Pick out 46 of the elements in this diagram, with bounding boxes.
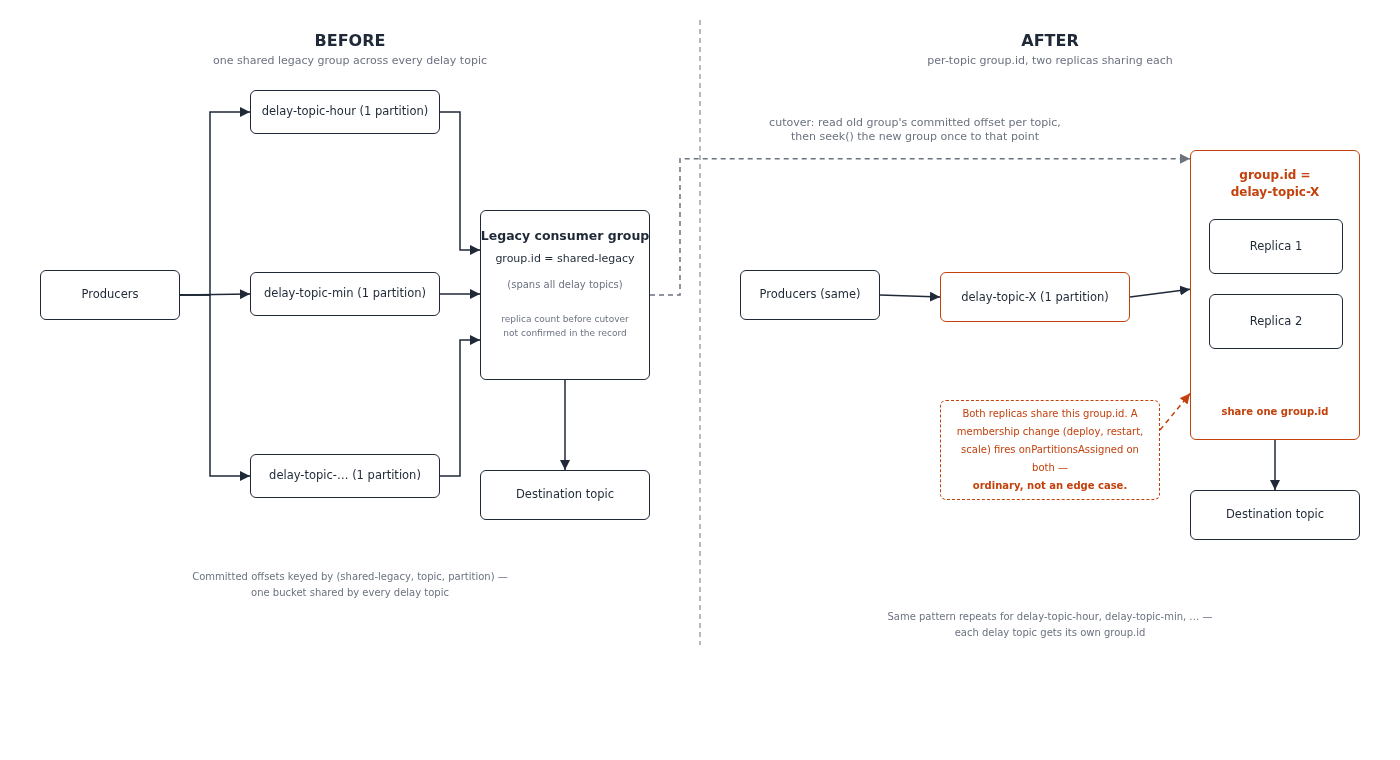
process-box <box>1209 219 1343 274</box>
process-box <box>480 470 650 520</box>
process-box <box>1209 294 1343 349</box>
arrow <box>1159 392 1191 431</box>
process-box <box>740 270 880 320</box>
box-label: delay-topic-min (1 partition) <box>264 285 426 303</box>
section-title: BEFORE <box>313 30 387 52</box>
box-label: Producers <box>81 286 139 304</box>
box-label: delay-topic-X (1 partition) <box>961 289 1109 307</box>
arrow <box>179 294 251 481</box>
section-title: AFTER <box>1020 30 1080 52</box>
process-box <box>250 454 440 498</box>
arrow <box>439 289 481 299</box>
arrow <box>1270 439 1280 491</box>
group-box <box>1190 150 1360 440</box>
box-label: delay-topic-hour (1 partition) <box>261 103 429 121</box>
section-subtitle: one shared legacy group across every delay topic <box>212 53 488 69</box>
arrow <box>560 379 570 471</box>
process-box <box>250 90 440 134</box>
box-heading: Legacy consumer group <box>480 227 650 245</box>
process-box <box>40 270 180 320</box>
box-label: Both replicas share this group.id. A membership change (deploy, restart, scale) fires onPartitionsAssigned on both — ordinary, not an edge case. <box>955 407 1145 493</box>
box-label: Replica 2 <box>1249 312 1303 330</box>
callout-box <box>940 400 1160 500</box>
arrow <box>649 153 1191 296</box>
box-label: Destination topic <box>1226 506 1324 524</box>
box-label: Replica 1 <box>1249 237 1303 255</box>
arrow <box>439 111 481 255</box>
process-box <box>250 272 440 316</box>
process-box <box>940 272 1130 322</box>
box-heading: group.id = delay-topic-X <box>1229 167 1321 201</box>
box-label: replica count before cutover not confirmed in the record <box>500 313 630 341</box>
box-label: Producers (same) <box>759 286 861 304</box>
arrow <box>1129 285 1191 298</box>
box-label: share one group.id <box>1221 405 1329 419</box>
group-box <box>480 210 650 380</box>
note-text: Same pattern repeats for delay-topic-hour, delay-topic-min, … — each delay topic gets its own group.id <box>886 610 1214 640</box>
arrow <box>439 335 481 477</box>
box-label: (spans all delay topics) <box>507 278 623 293</box>
note-text: Committed offsets keyed by (shared-legacy, topic, partition) — one bucket shared by every delay topic <box>191 570 509 600</box>
arrow <box>879 291 941 302</box>
box-label: Destination topic <box>516 486 614 504</box>
process-box <box>1190 490 1360 540</box>
box-label: delay-topic-… (1 partition) <box>269 467 421 485</box>
section-subtitle: per-topic group.id, two replicas sharing each <box>926 53 1174 69</box>
box-label: group.id = shared-legacy <box>495 250 635 267</box>
